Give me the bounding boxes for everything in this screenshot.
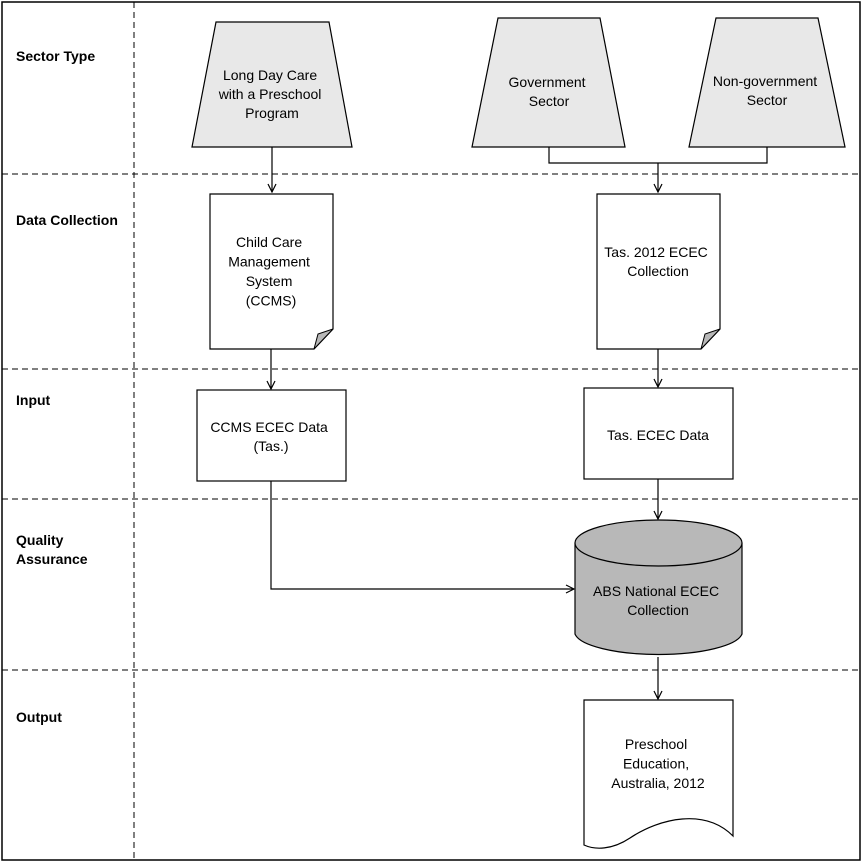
node-label-line: with a Preschool bbox=[218, 86, 322, 102]
node-label-line: Sector bbox=[529, 93, 570, 109]
node-label-line: Child Care bbox=[236, 234, 302, 250]
node-label-line: (Tas.) bbox=[254, 438, 289, 454]
tas-2012-collection-document-fold bbox=[700, 328, 721, 350]
lane-label-input: Input bbox=[16, 392, 51, 408]
node-label-line: Sector bbox=[747, 92, 788, 108]
ccms-label: Child Care Management System (CCMS) bbox=[228, 234, 314, 309]
node-label-line: Australia, 2012 bbox=[611, 775, 705, 791]
node-label-line: Collection bbox=[627, 602, 688, 618]
node-label-line: (CCMS) bbox=[246, 293, 297, 309]
long-day-care-sector-shape bbox=[191, 21, 353, 148]
lane-label-line: Output bbox=[16, 709, 62, 725]
lane-label-line: Assurance bbox=[16, 551, 88, 567]
lane-label-sector-type: Sector Type bbox=[16, 48, 95, 64]
node-label-line: CCMS ECEC Data bbox=[210, 419, 328, 435]
long-day-care-sector-label: Long Day Care with a Preschool Program bbox=[218, 67, 326, 121]
ccms-document-shape bbox=[209, 193, 334, 350]
node-label-line: Tas. ECEC Data bbox=[607, 427, 709, 443]
lane-label-line: Data Collection bbox=[16, 212, 118, 228]
tas-ecec-data-label: Tas. ECEC Data bbox=[607, 427, 709, 443]
connector-ccms-data-to-abs bbox=[270, 481, 574, 589]
node-label-line: Tas. 2012 ECEC bbox=[604, 244, 708, 260]
node-label-line: Preschool bbox=[625, 736, 687, 752]
node-label-line: Non-government bbox=[713, 73, 817, 89]
non-government-sector-label: Non-government Sector bbox=[713, 73, 821, 108]
node-label-line: Government bbox=[509, 74, 586, 90]
ccms-document-fold bbox=[313, 328, 334, 350]
ccms-ecec-data-box bbox=[196, 389, 347, 482]
non-government-sector-shape bbox=[688, 17, 846, 148]
node-label-line: Education, bbox=[623, 756, 689, 772]
output-label: Preschool Education, Australia, 2012 bbox=[611, 736, 705, 791]
node-label-line: Long Day Care bbox=[223, 67, 317, 83]
lane-label-line: Input bbox=[16, 392, 51, 408]
node-label-line: Program bbox=[245, 105, 299, 121]
abs-national-collection-label: ABS National ECEC Collection bbox=[593, 583, 723, 618]
node-label-line: System bbox=[246, 273, 293, 289]
lane-label-quality-assurance: Quality Assurance bbox=[16, 532, 88, 567]
node-label-line: Collection bbox=[627, 263, 688, 279]
ccms-ecec-data-label: CCMS ECEC Data (Tas.) bbox=[210, 419, 331, 454]
lane-label-line: Sector Type bbox=[16, 48, 95, 64]
abs-national-collection-database-top bbox=[574, 519, 743, 567]
lane-label-line: Quality bbox=[16, 532, 64, 548]
node-label-line: ABS National ECEC bbox=[593, 583, 719, 599]
government-sector-shape bbox=[471, 17, 626, 148]
tas-2012-collection-label: Tas. 2012 ECEC Collection bbox=[604, 244, 711, 279]
output-document-shape bbox=[583, 699, 734, 849]
lane-label-output: Output bbox=[16, 709, 62, 725]
connector-gov-merge bbox=[548, 147, 768, 164]
node-label-line: Management bbox=[228, 254, 310, 270]
government-sector-label: Government Sector bbox=[509, 74, 590, 109]
lane-label-data-collection: Data Collection bbox=[16, 212, 118, 228]
